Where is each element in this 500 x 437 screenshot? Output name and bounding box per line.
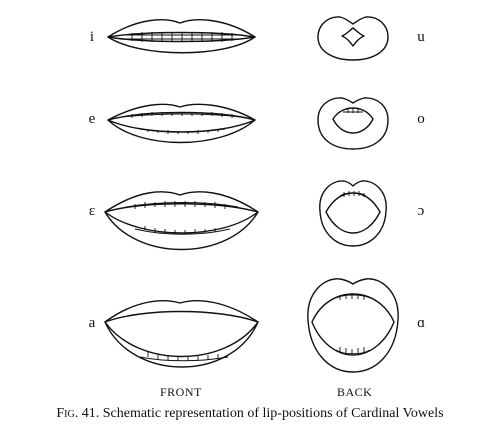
vowel-label-open-o: ɔ: [417, 203, 425, 219]
vowel-label-open-a: ɑ: [417, 315, 425, 331]
back-lips-open-a: [307, 278, 399, 373]
vowel-label-a: a: [88, 315, 96, 331]
front-lips-e: [107, 103, 256, 144]
vowel-label-o: o: [417, 111, 425, 127]
front-lips-i: [107, 19, 256, 54]
vowel-label-u: u: [417, 29, 425, 45]
figure-number: Fig. 41.: [56, 406, 100, 421]
back-lips-open-o: [319, 180, 387, 247]
front-lips-epsilon: [104, 191, 259, 251]
back-lips-o: [317, 97, 389, 150]
vowel-label-i: i: [89, 29, 95, 45]
front-lips-a: [104, 300, 259, 368]
front-column-label: FRONT: [160, 385, 202, 399]
vowel-label-epsilon: ε: [88, 203, 96, 219]
vowel-label-e: e: [88, 111, 96, 127]
figure-caption-text: Schematic representation of lip-position…: [102, 406, 444, 421]
back-lips-u: [317, 16, 389, 61]
back-column-label: BACK: [337, 385, 373, 399]
figure-caption: Fig. 41. Schematic representation of lip…: [0, 407, 500, 421]
